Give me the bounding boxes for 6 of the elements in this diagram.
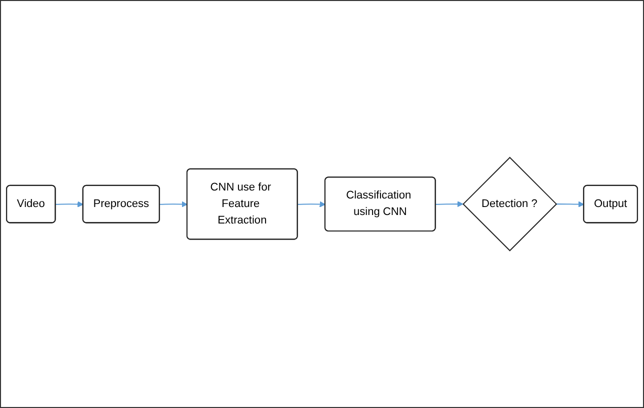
- arrow: [56, 201, 84, 208]
- node-diamond: Detection ?: [462, 156, 558, 252]
- arrow: [298, 201, 326, 208]
- arrow: [556, 201, 584, 208]
- arrow: [160, 201, 188, 208]
- arrow: [436, 200, 464, 208]
